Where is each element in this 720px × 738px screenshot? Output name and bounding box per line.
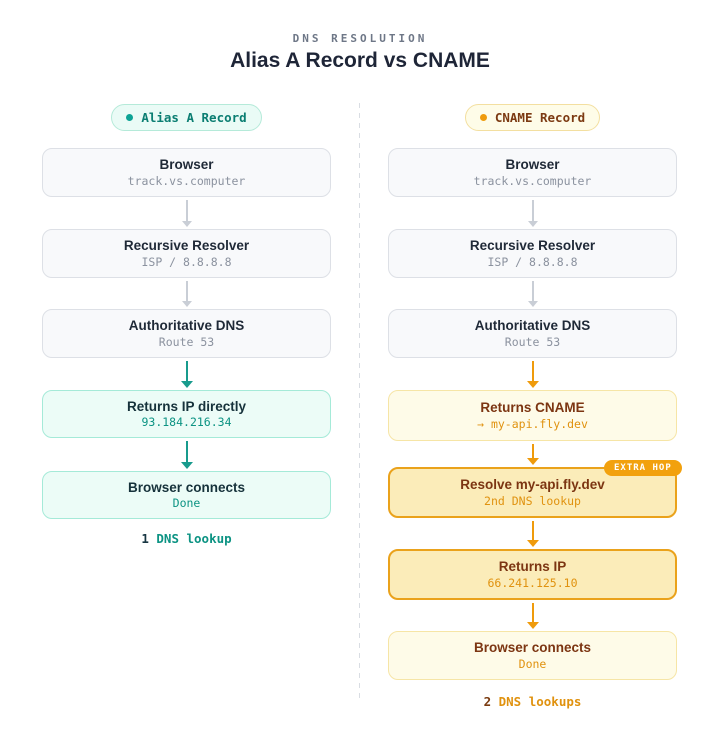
left-lookup-summary: 1 DNS lookup [42, 531, 331, 546]
arrow-down-icon [526, 281, 540, 307]
arrow-down-icon [180, 200, 194, 227]
arrow-down-icon [526, 361, 540, 388]
node-title: Browser connects [473, 640, 592, 655]
node-subtitle: ISP / 8.8.8.8 [487, 254, 578, 269]
alias-record-badge: Alias A Record [111, 104, 262, 131]
node-subtitle: 66.241.125.10 [487, 575, 578, 590]
arrow-down-icon [180, 441, 194, 469]
arrow-down-icon [180, 361, 194, 388]
teal-dot-icon [126, 114, 134, 121]
eyebrow-label: DNS RESOLUTION [292, 32, 428, 45]
node-subtitle: 2nd DNS lookup [484, 493, 581, 508]
node-title: Resolve my-api.fly.dev [460, 477, 605, 492]
right-node-browser-connects: Browser connects Done [388, 631, 677, 680]
page-title: Alias A Record vs CNAME [230, 49, 490, 72]
right-lookup-summary: 2 DNS lookups [388, 694, 677, 709]
arrow-down-icon [526, 200, 540, 227]
node-title: Recursive Resolver [469, 238, 596, 253]
right-node-browser: Browser track.vs.computer [388, 148, 677, 197]
right-node-authoritative: Authoritative DNS Route 53 [388, 309, 677, 358]
node-subtitle: Route 53 [158, 334, 215, 349]
left-node-resolver: Recursive Resolver ISP / 8.8.8.8 [42, 229, 331, 278]
node-subtitle: Done [518, 656, 547, 671]
node-subtitle: → my-api.fly.dev [477, 416, 588, 431]
arrow-down-icon [526, 603, 540, 629]
column-divider [359, 103, 360, 703]
right-badge-row: CNAME Record [388, 104, 677, 131]
node-subtitle: ISP / 8.8.8.8 [141, 254, 232, 269]
node-subtitle: track.vs.computer [127, 173, 246, 188]
node-subtitle: 93.184.216.34 [141, 415, 232, 429]
node-title: Returns IP [498, 559, 567, 574]
lookup-label: DNS lookup [156, 531, 232, 546]
arrow-down-icon [526, 444, 540, 465]
arrow-down-icon [180, 281, 194, 307]
orange-dot-icon [479, 114, 487, 121]
left-node-authoritative: Authoritative DNS Route 53 [42, 309, 331, 358]
badge-label: CNAME Record [494, 110, 586, 125]
node-subtitle: Route 53 [504, 334, 561, 349]
node-subtitle: track.vs.computer [473, 173, 592, 188]
left-node-browser: Browser track.vs.computer [42, 148, 331, 197]
right-node-returns-ip: Returns IP 66.241.125.10 [388, 549, 677, 600]
node-title: Returns CNAME [480, 400, 585, 415]
node-title: Browser [505, 157, 560, 172]
right-node-returns-cname: Returns CNAME → my-api.fly.dev [388, 390, 677, 441]
left-node-browser-connects: Browser connects Done [42, 471, 331, 519]
cname-record-badge: CNAME Record [464, 104, 601, 131]
left-badge-row: Alias A Record [42, 104, 331, 131]
extra-hop-badge: EXTRA HOP [604, 460, 682, 476]
lookup-count: 2 [483, 694, 492, 709]
node-title: Authoritative DNS [474, 318, 591, 333]
right-node-resolver: Recursive Resolver ISP / 8.8.8.8 [388, 229, 677, 278]
lookup-count: 1 [141, 531, 149, 546]
node-title: Returns IP directly [126, 398, 247, 414]
node-title: Recursive Resolver [123, 238, 250, 253]
node-title: Authoritative DNS [128, 318, 245, 333]
badge-label: Alias A Record [141, 110, 247, 125]
lookup-label: DNS lookups [498, 694, 582, 709]
arrow-down-icon [526, 521, 540, 547]
left-node-returns-ip: Returns IP directly 93.184.216.34 [42, 390, 331, 438]
node-title: Browser connects [127, 479, 246, 495]
node-subtitle: Done [172, 496, 201, 510]
node-title: Browser [159, 157, 214, 172]
